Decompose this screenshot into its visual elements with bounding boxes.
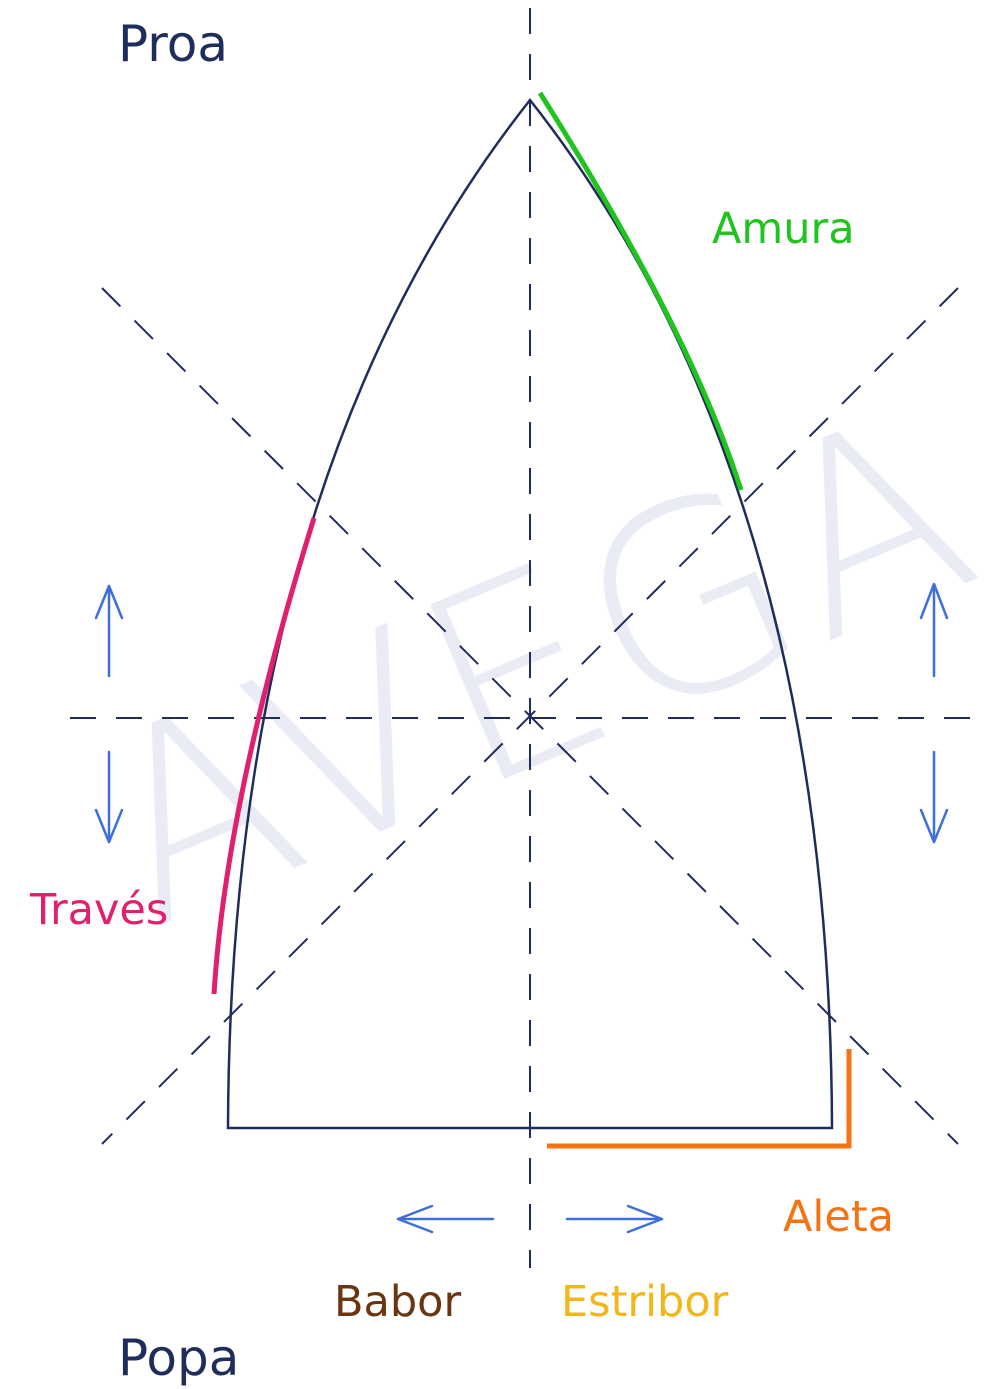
label-traves: Través xyxy=(29,885,168,935)
label-babor: Babor xyxy=(334,1277,461,1327)
arrow-right-icon xyxy=(565,1204,664,1234)
label-popa: Popa xyxy=(118,1329,239,1387)
label-proa: Proa xyxy=(118,15,228,73)
arrow-down-left-icon xyxy=(94,750,124,844)
guide-lines xyxy=(70,8,975,1268)
amura-marker xyxy=(537,91,744,491)
arrow-down-right-icon xyxy=(919,750,949,844)
traves-marker xyxy=(211,517,317,995)
label-aleta: Aleta xyxy=(783,1192,894,1242)
diagonal-starboard-bow xyxy=(101,287,959,1145)
hull-outline xyxy=(226,97,834,1130)
label-amura: Amura xyxy=(712,204,855,254)
aleta-marker xyxy=(547,1049,852,1149)
direction-arrows xyxy=(94,582,949,1234)
arrow-up-left-icon xyxy=(94,584,124,678)
arrow-left-icon xyxy=(396,1204,495,1234)
arrow-up-right-icon xyxy=(919,582,949,678)
label-estribor: Estribor xyxy=(561,1277,729,1327)
watermark: AVEGA xyxy=(58,351,998,986)
